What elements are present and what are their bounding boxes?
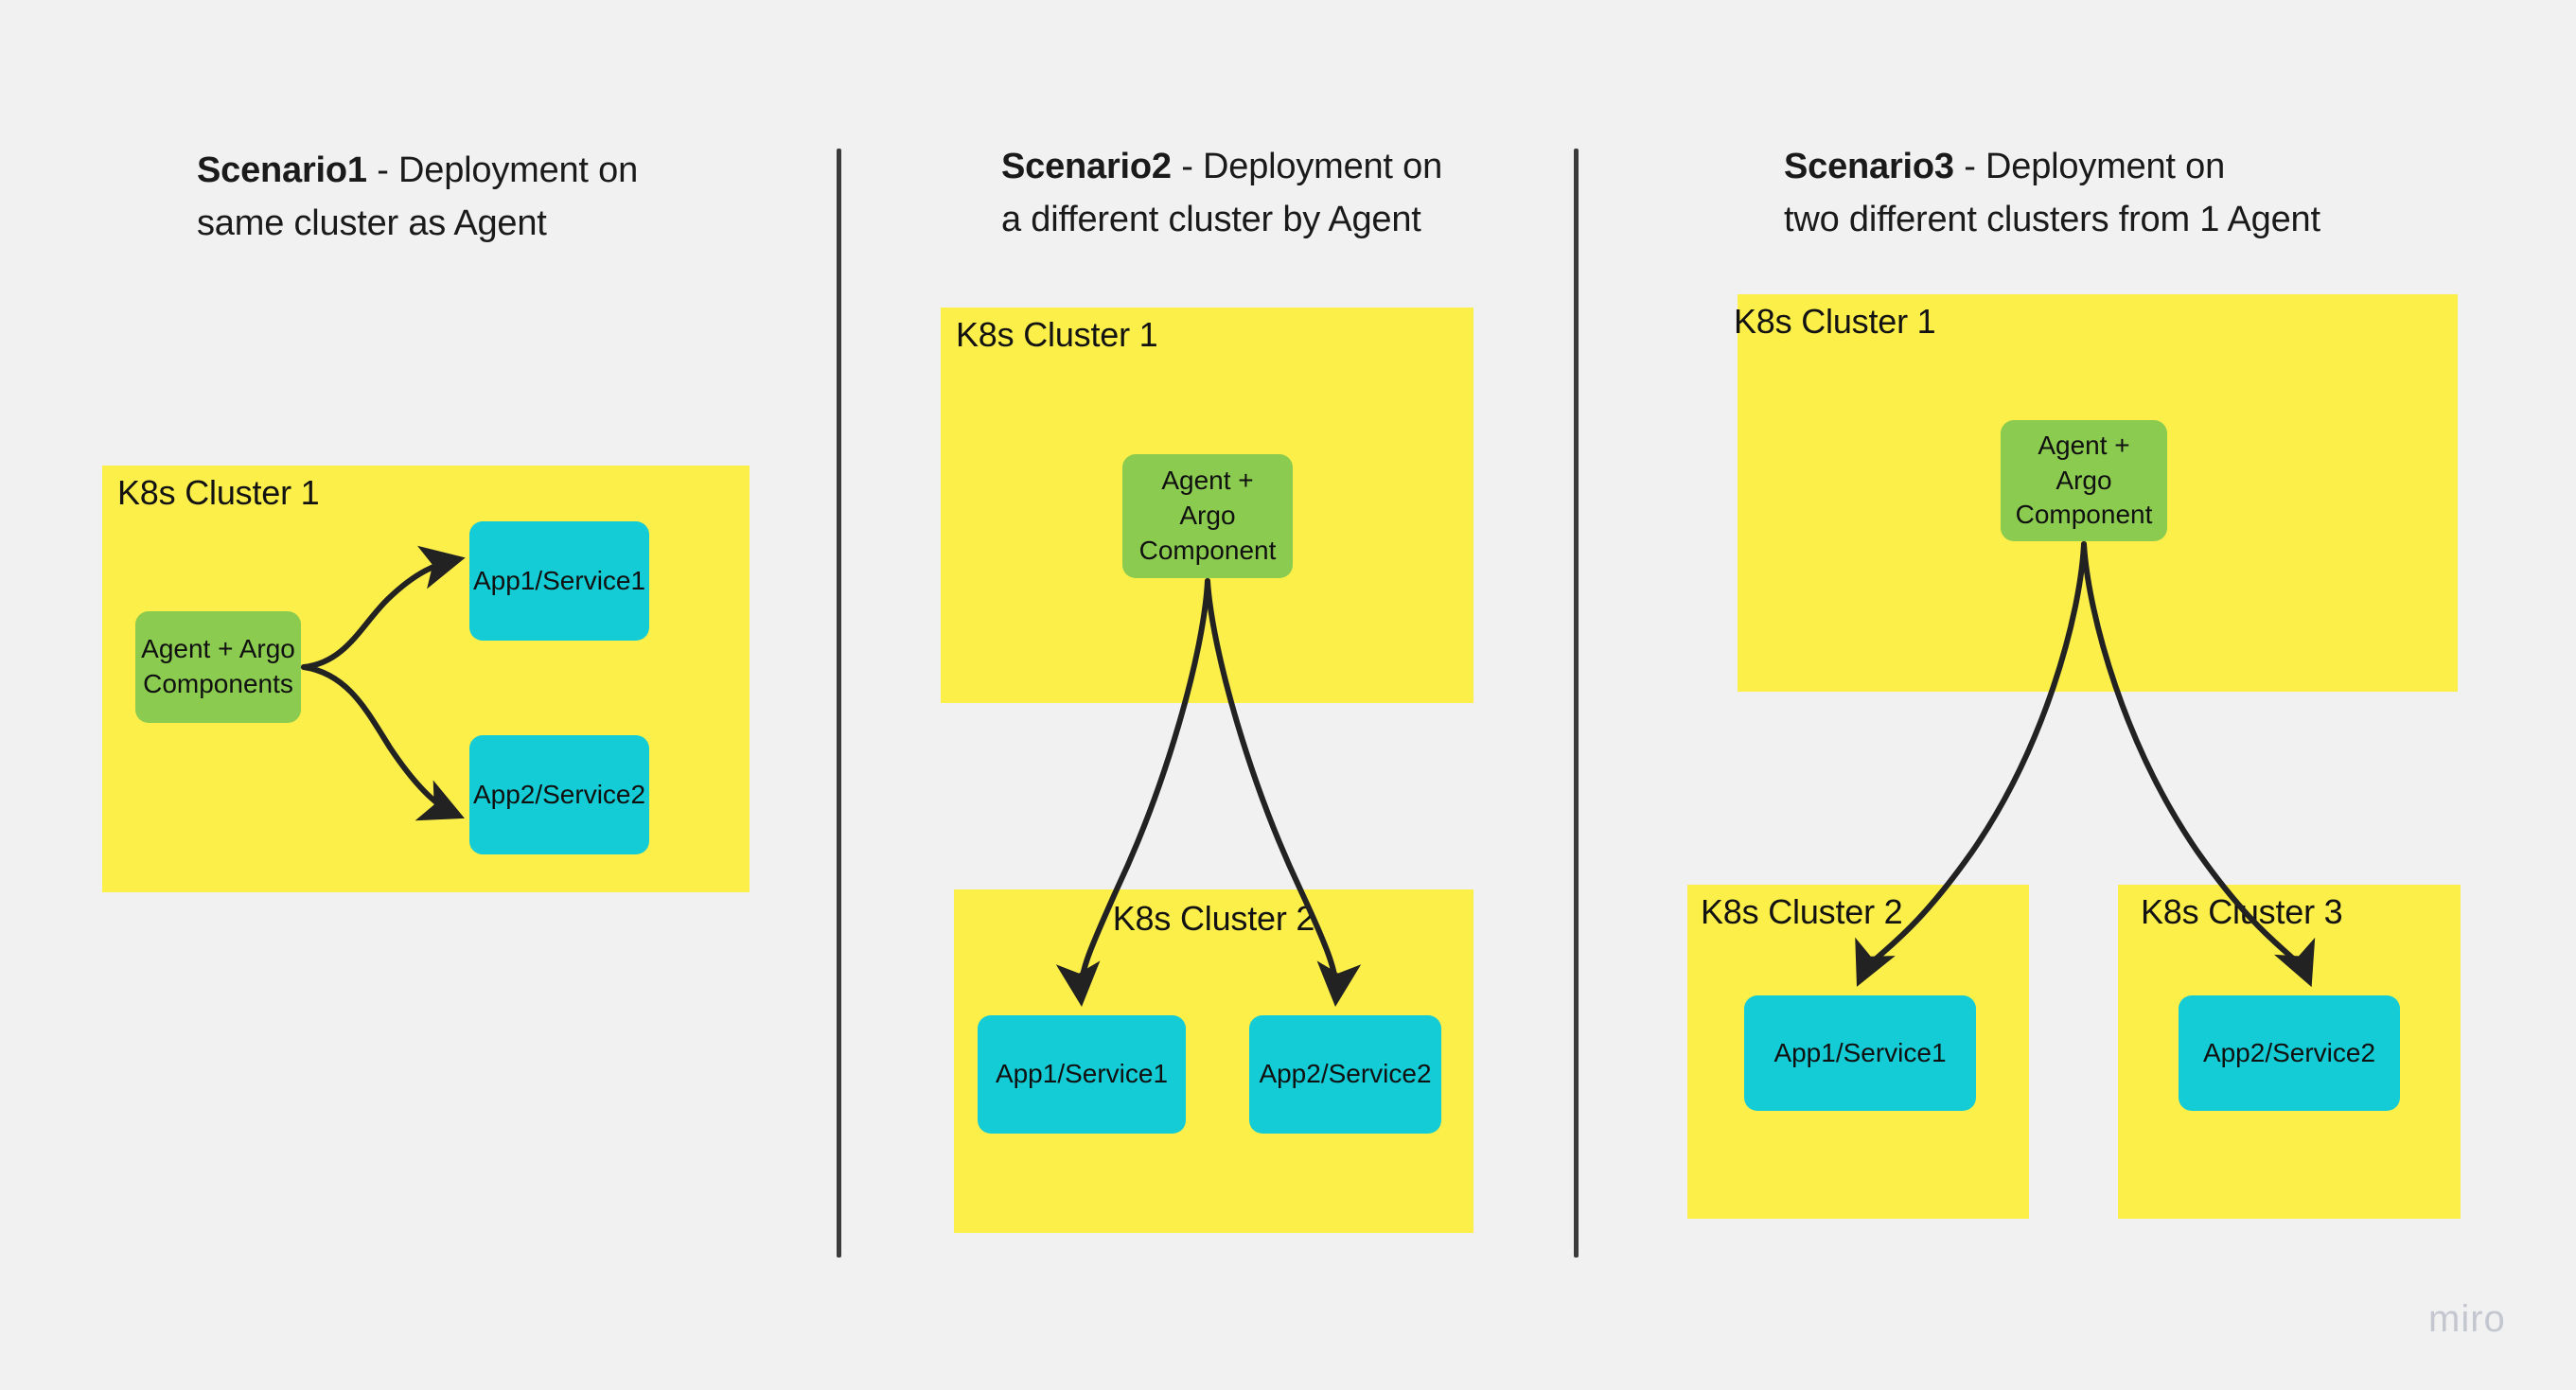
scenario2-cluster1-label: K8s Cluster 1 — [956, 315, 1158, 354]
scenario3-title: Scenario3 - Deployment on two different … — [1784, 140, 2522, 246]
scenario2-title-strong: Scenario2 — [1001, 147, 1172, 186]
scenario3-cluster2-label: K8s Cluster 2 — [1701, 892, 1903, 931]
scenario3-cluster1-label: K8s Cluster 1 — [1734, 302, 1936, 341]
scenario2-app2-node[interactable]: App2/Service2 — [1249, 1015, 1441, 1134]
scenario2-agent-node[interactable]: Agent + Argo Component — [1122, 454, 1293, 578]
scenario2-app1-node[interactable]: App1/Service1 — [978, 1015, 1186, 1134]
scenario3-title-rest: - Deployment on two different clusters f… — [1784, 147, 2320, 240]
scenario1-title-strong: Scenario1 — [197, 150, 367, 190]
scenario1-title: Scenario1 - Deployment on same cluster a… — [197, 144, 784, 250]
column-divider-1 — [837, 149, 841, 1258]
scenario2-title: Scenario2 - Deployment on a different cl… — [1001, 140, 1626, 246]
scenario3-agent-node[interactable]: Agent + Argo Component — [2001, 420, 2167, 541]
scenario3-app1-node[interactable]: App1/Service1 — [1744, 995, 1976, 1111]
column-divider-2 — [1574, 149, 1579, 1258]
scenario1-cluster1-label: K8s Cluster 1 — [117, 473, 320, 512]
scenario2-title-rest: - Deployment on a different cluster by A… — [1001, 147, 1443, 240]
miro-watermark: miro — [2428, 1298, 2506, 1340]
scenario3-title-strong: Scenario3 — [1784, 147, 1954, 186]
scenario1-app1-node[interactable]: App1/Service1 — [469, 521, 649, 641]
scenario1-title-rest: - Deployment on same cluster as Agent — [197, 150, 639, 244]
scenario3-app2-node[interactable]: App2/Service2 — [2179, 995, 2400, 1111]
scenario2-cluster2-label: K8s Cluster 2 — [1112, 899, 1315, 938]
scenario3-cluster3-label: K8s Cluster 3 — [2141, 892, 2343, 931]
scenario1-agent-node[interactable]: Agent + Argo Components — [135, 611, 301, 723]
scenario1-app2-node[interactable]: App2/Service2 — [469, 735, 649, 854]
